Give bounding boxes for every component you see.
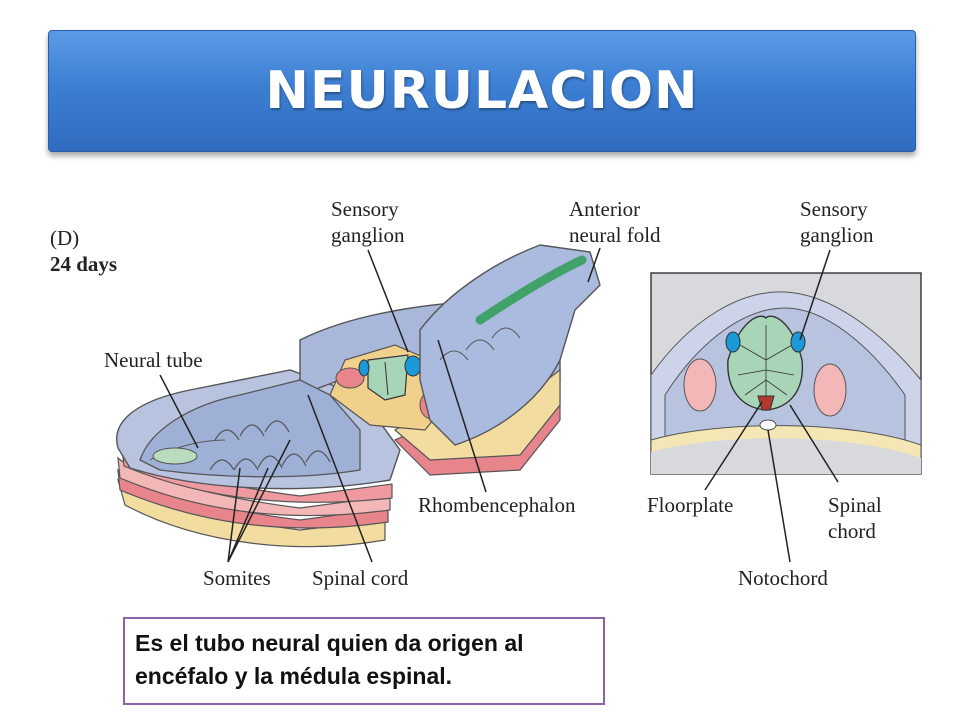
label-anterior-neural-fold: Anterior neural fold <box>569 197 661 247</box>
label-notochord: Notochord <box>738 566 828 590</box>
leader-lines <box>159 247 839 563</box>
label-rhombencephalon: Rhombencephalon <box>418 493 576 517</box>
label-spinal-cord: Spinal cord <box>312 566 409 590</box>
label-neural-tube: Neural tube <box>104 348 203 372</box>
title-banner: NEURULACION <box>48 30 916 152</box>
label-sensory-ganglion-left: Sensory ganglion <box>331 197 405 247</box>
caption-box: Es el tubo neural quien da origen al enc… <box>123 617 605 705</box>
somite-bumps <box>209 420 331 471</box>
slide-title: NEURULACION <box>265 61 699 121</box>
brain-fold <box>419 244 601 446</box>
caption-text: Es el tubo neural quien da origen al enc… <box>135 630 524 689</box>
label-somites: Somites <box>203 566 271 590</box>
label-floorplate: Floorplate <box>647 493 734 517</box>
label-spinal-chord: Spinal chord <box>828 493 882 543</box>
label-sensory-ganglion-right: Sensory ganglion <box>800 197 874 247</box>
cross-section <box>650 272 922 475</box>
panel-age: 24 days <box>50 252 118 276</box>
panel-label: (D) 24 days <box>50 199 117 277</box>
panel-letter: (D) <box>50 226 80 250</box>
